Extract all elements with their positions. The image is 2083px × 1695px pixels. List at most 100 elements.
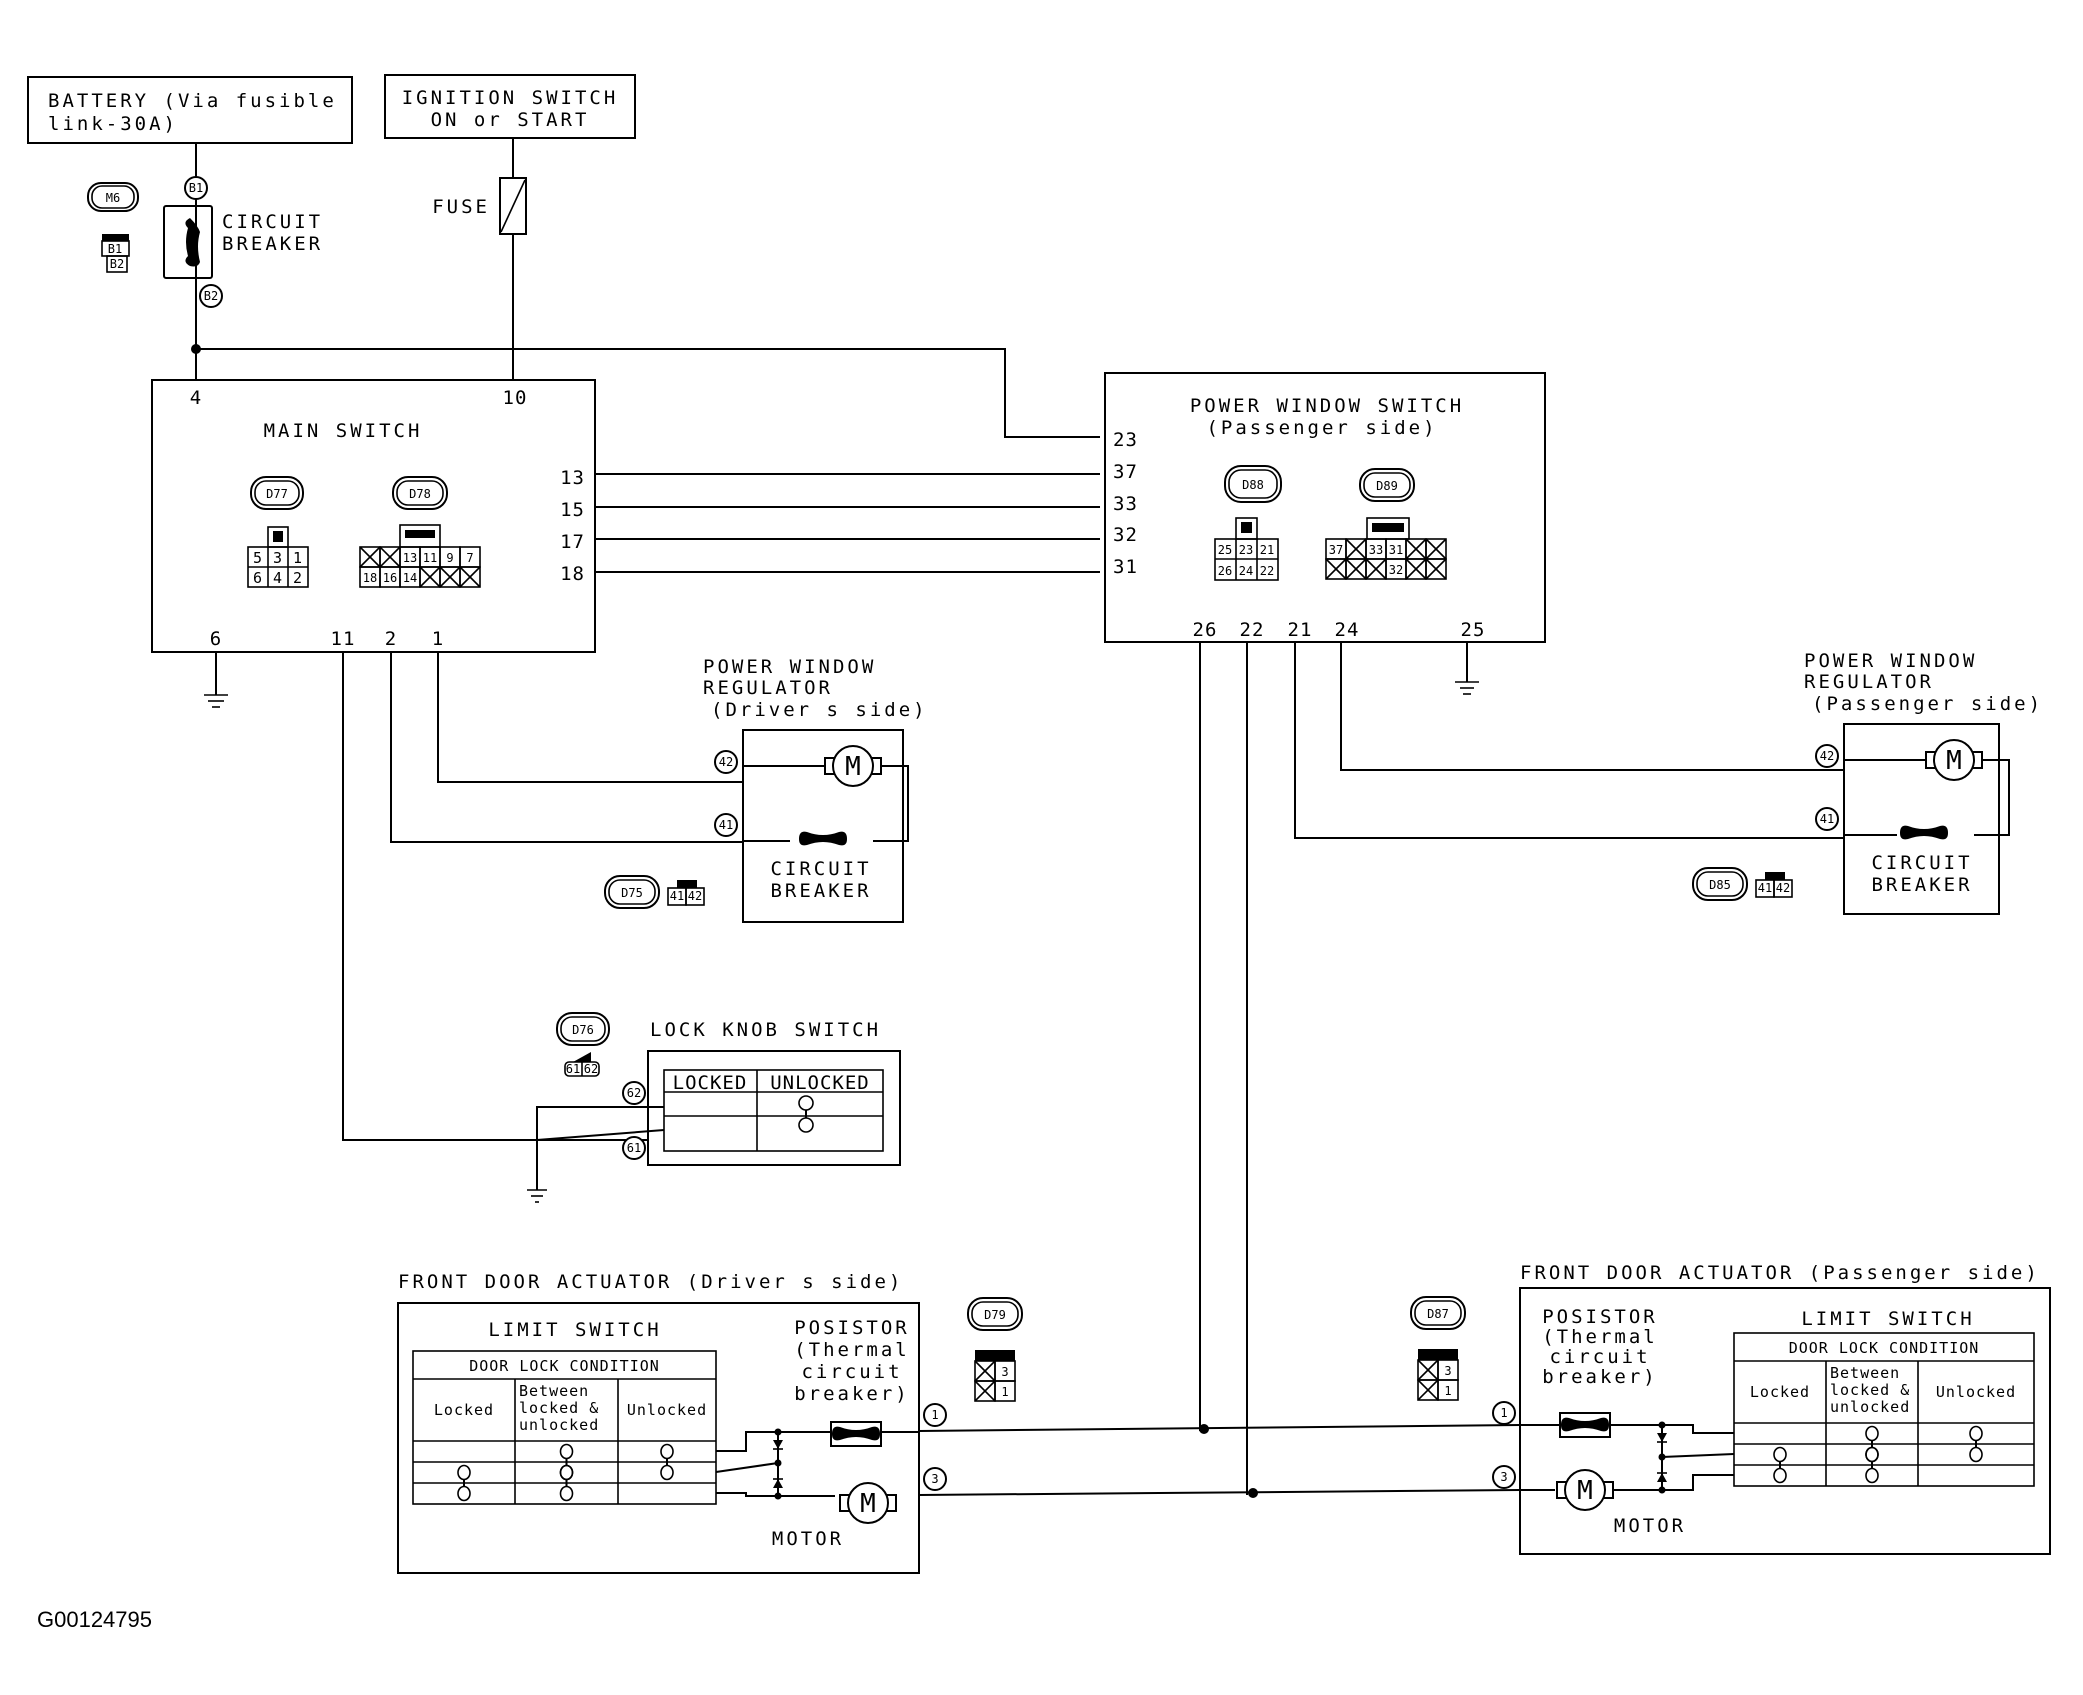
pin-number: 3	[1001, 1365, 1008, 1379]
svg-text:3: 3	[273, 549, 283, 567]
svg-text:B2: B2	[204, 289, 218, 303]
svg-text:locked &: locked &	[1830, 1381, 1910, 1399]
svg-text:M6: M6	[106, 191, 120, 205]
switch-contact-icon	[457, 1464, 471, 1502]
pin-number: 41	[670, 889, 684, 903]
svg-text:31: 31	[1113, 556, 1138, 578]
svg-text:5: 5	[253, 549, 263, 567]
svg-text:POWER WINDOW: POWER WINDOW	[1804, 650, 1977, 672]
motor-icon: M	[839, 1482, 897, 1524]
svg-text:37: 37	[1113, 461, 1138, 483]
pin-61-badge	[622, 1136, 646, 1160]
feed-wire-pws-23	[196, 348, 1100, 438]
pin-b1-badge	[184, 176, 208, 200]
circuit-breaker-icon	[185, 218, 200, 267]
diode-icon	[1657, 1421, 1667, 1494]
connector-m6: M6 B1 B2	[87, 182, 139, 273]
pin-number: 32	[1389, 563, 1403, 577]
pin-number: 1	[1444, 1384, 1451, 1398]
switch-contact-icon	[1773, 1446, 1787, 1484]
svg-text:D88: D88	[1242, 478, 1264, 492]
connector-id: D75	[621, 886, 643, 900]
svg-text:13: 13	[560, 467, 585, 489]
svg-text:locked &: locked &	[519, 1399, 599, 1417]
svg-text:62: 62	[584, 1062, 598, 1076]
svg-text:4: 4	[190, 387, 202, 409]
svg-text:LIMIT SWITCH: LIMIT SWITCH	[488, 1319, 661, 1341]
svg-text:6: 6	[253, 569, 263, 587]
svg-text:Unlocked: Unlocked	[627, 1401, 707, 1419]
battery-source: BATTERY (Via fusible link-30A)	[27, 76, 353, 144]
pin-badge: 41	[719, 818, 733, 832]
pin-number: 9	[446, 551, 453, 565]
svg-text:Unlocked: Unlocked	[1936, 1383, 2016, 1401]
pin-number: 3	[1444, 1364, 1451, 1378]
svg-text:25: 25	[1461, 619, 1486, 641]
svg-text:23: 23	[1113, 429, 1138, 451]
svg-text:11: 11	[331, 628, 356, 650]
wire-2-regulator	[390, 652, 743, 843]
svg-text:circuit: circuit	[1549, 1346, 1650, 1368]
svg-text:DOOR LOCK CONDITION: DOOR LOCK CONDITION	[469, 1357, 660, 1375]
svg-text:B2: B2	[110, 257, 124, 271]
pin-number: 14	[403, 571, 417, 585]
svg-text:61: 61	[627, 1141, 641, 1155]
pin-number: 31	[1389, 543, 1403, 557]
circuit-breaker-icon	[1561, 1417, 1609, 1432]
svg-text:(Passenger side): (Passenger side)	[1812, 693, 2043, 715]
svg-text:32: 32	[1113, 524, 1138, 546]
pin-number: 13	[403, 551, 417, 565]
fuse: FUSE	[432, 177, 527, 235]
pin-number: 37	[1329, 543, 1343, 557]
svg-text:MOTOR: MOTOR	[772, 1528, 844, 1550]
svg-text:(Passenger side): (Passenger side)	[1206, 417, 1437, 439]
svg-text:24: 24	[1239, 564, 1253, 578]
pin-number: 42	[1776, 881, 1790, 895]
connector-d88: D88 25 23 21 26 24 22	[1214, 465, 1282, 581]
svg-text:(Thermal: (Thermal	[1542, 1326, 1658, 1348]
wire-11-lock-knob	[342, 652, 650, 1141]
svg-text:6: 6	[210, 628, 222, 650]
svg-text:MOTOR: MOTOR	[1614, 1515, 1686, 1537]
svg-text:(Driver s side): (Driver s side)	[711, 699, 928, 721]
svg-text:IGNITION SWITCH: IGNITION SWITCH	[402, 87, 619, 109]
svg-text:21: 21	[1260, 543, 1274, 557]
actuator-driver: FRONT DOOR ACTUATOR (Driver s side)LIMIT…	[397, 1271, 947, 1574]
svg-text:BREAKER: BREAKER	[222, 233, 323, 255]
svg-text:circuit: circuit	[801, 1361, 902, 1383]
svg-text:ON or START: ON or START	[431, 109, 590, 131]
svg-text:REGULATOR: REGULATOR	[1804, 671, 1934, 693]
power-window-switch: POWER WINDOW SWITCH (Passenger side) 23 …	[1104, 372, 1546, 643]
connector-id: D85	[1709, 878, 1731, 892]
wire-actuator-pin3	[918, 1489, 1521, 1496]
motor-icon: M	[1556, 1469, 1614, 1511]
svg-text:link-30A): link-30A)	[48, 113, 178, 135]
svg-text:M: M	[845, 752, 861, 782]
svg-text:D76: D76	[572, 1023, 594, 1037]
svg-text:26: 26	[1193, 619, 1218, 641]
svg-text:2: 2	[293, 569, 303, 587]
svg-text:1: 1	[293, 549, 303, 567]
pin-number: 11	[423, 551, 437, 565]
ignition-switch-source: IGNITION SWITCH ON or START	[384, 74, 636, 139]
switch-contact-icon	[559, 1464, 574, 1502]
switch-contact-icon	[1865, 1446, 1879, 1484]
svg-text:CIRCUIT: CIRCUIT	[770, 858, 871, 880]
pin-number: 41	[1758, 881, 1772, 895]
svg-text:POSISTOR: POSISTOR	[794, 1317, 910, 1339]
connector-id: D89	[1376, 479, 1398, 493]
svg-text:15: 15	[560, 499, 585, 521]
svg-text:26: 26	[1218, 564, 1232, 578]
motor-icon: M	[1925, 739, 1983, 781]
svg-text:M: M	[1577, 1476, 1593, 1506]
svg-text:(Thermal: (Thermal	[794, 1339, 910, 1361]
ground-icon	[204, 694, 228, 708]
svg-text:POSISTOR: POSISTOR	[1542, 1306, 1658, 1328]
svg-text:B1: B1	[108, 242, 122, 256]
pin-badge: 3	[931, 1472, 938, 1486]
pin-number: 42	[688, 889, 702, 903]
svg-text:POWER WINDOW: POWER WINDOW	[703, 656, 876, 678]
